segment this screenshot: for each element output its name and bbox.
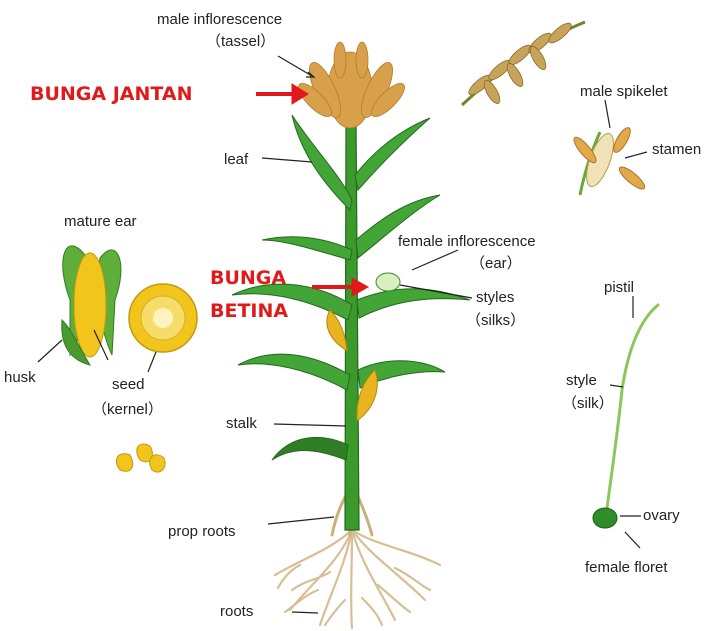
mature-ear-illustration: [62, 246, 121, 365]
prop-roots-label: prop roots: [168, 523, 236, 540]
husk-label: husk: [4, 369, 36, 386]
ear-cross-section-illustration: [129, 284, 197, 352]
mature-ear-label: mature ear: [64, 213, 137, 230]
pistil-illustration: [593, 305, 658, 528]
tassel-branch-illustration: [462, 20, 585, 106]
bunga-label: BUNGA: [210, 267, 286, 289]
pistil-label: pistil: [604, 279, 634, 296]
style-label: style: [566, 372, 597, 389]
kernel-label: （kernel）: [92, 401, 163, 418]
stamen-label: stamen: [652, 141, 701, 158]
silk-label: （silk）: [562, 395, 614, 412]
bunga-jantan-label: BUNGA JANTAN: [30, 83, 193, 105]
ovary-label: ovary: [643, 507, 680, 524]
male-spikelet-label: male spikelet: [580, 83, 668, 100]
loose-kernels-illustration: [116, 444, 165, 472]
ear-label: （ear）: [470, 255, 522, 272]
stalk-label: stalk: [226, 415, 257, 432]
betina-label: BETINA: [210, 300, 288, 322]
styles-label: styles: [476, 289, 514, 306]
tassel-label: （tassel）: [206, 33, 275, 50]
female-inflorescence-label: female inflorescence: [398, 233, 536, 250]
tassel-illustration: [294, 42, 409, 128]
male-spikelet-illustration: [571, 125, 648, 195]
roots-label: roots: [220, 603, 253, 620]
roots-illustration: [275, 530, 440, 628]
female-floret-label: female floret: [585, 559, 668, 576]
male-inflorescence-label: male inflorescence: [157, 11, 282, 28]
seed-label: seed: [112, 376, 145, 393]
silks-label: （silks）: [466, 312, 525, 329]
leaf-label: leaf: [224, 151, 249, 168]
